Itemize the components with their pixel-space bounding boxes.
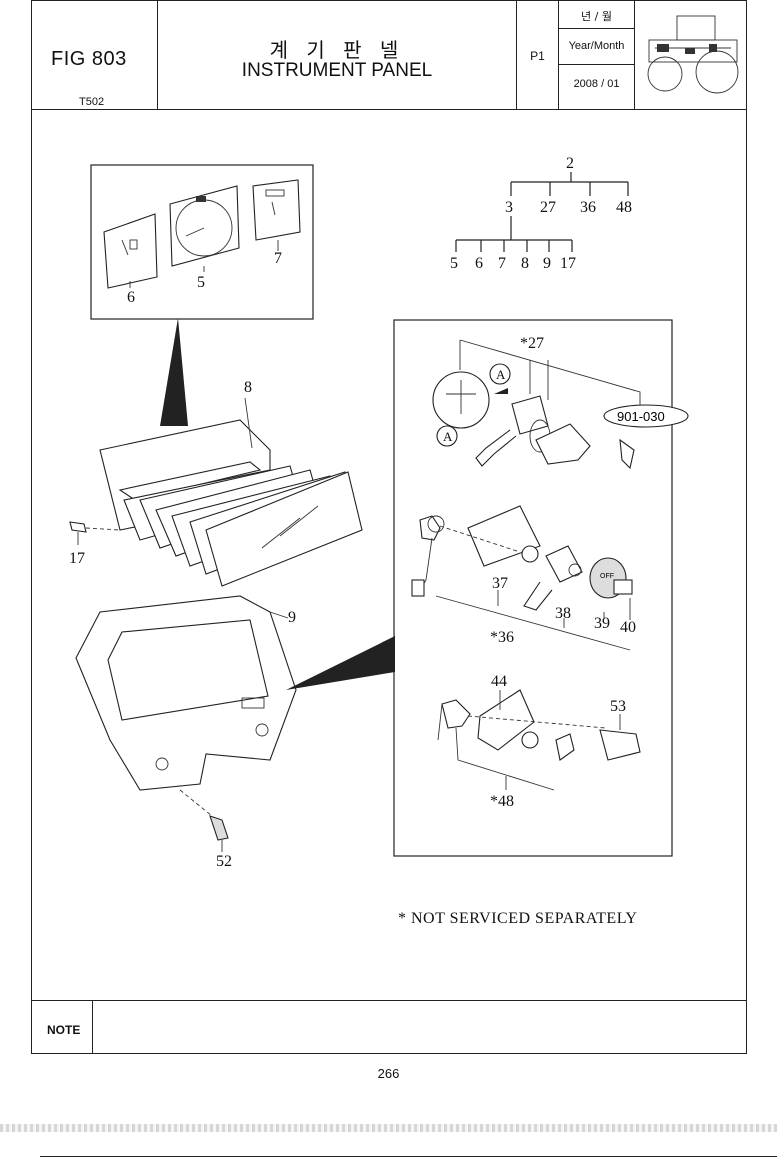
gauge-inset-box xyxy=(90,164,314,320)
svg-text:5: 5 xyxy=(450,255,458,272)
callout-5: 5 xyxy=(197,274,205,291)
callout-27: *27 xyxy=(520,335,544,352)
page-number: 266 xyxy=(377,1066,400,1081)
svg-text:36: 36 xyxy=(580,199,596,216)
key-switch-drawing xyxy=(432,339,641,470)
svg-text:9: 9 xyxy=(543,255,551,272)
scan-artifact xyxy=(0,1124,777,1132)
callout-38: 38 xyxy=(555,605,571,622)
callout-36: *36 xyxy=(490,629,514,646)
light-switch-drawing: OFF xyxy=(411,505,633,651)
date-value: 2008 / 01 xyxy=(573,78,620,90)
callout-6: 6 xyxy=(127,289,135,306)
exploded-diagram: 6 5 7 2 3 27 36 48 5 6 7 8 9 17 xyxy=(69,155,689,870)
model-code: T502 xyxy=(79,96,105,108)
callout-8: 8 xyxy=(244,379,252,396)
callout-9: 9 xyxy=(288,609,296,626)
switch-detail-box xyxy=(393,319,673,857)
ref-oval xyxy=(603,404,689,428)
svg-text:3: 3 xyxy=(505,199,513,216)
page-frame xyxy=(31,0,747,1054)
gauge-cluster-drawing xyxy=(99,397,363,587)
detail-a-label-2: A xyxy=(443,429,453,444)
title-korean: 계 기 판 넬 xyxy=(269,38,405,62)
temp-gauge-drawing xyxy=(252,179,301,251)
callout-17: 17 xyxy=(69,550,85,567)
tractor-icon xyxy=(647,15,739,94)
page-code: P1 xyxy=(530,49,545,63)
svg-text:27: 27 xyxy=(540,199,556,216)
bezel-drawing xyxy=(75,595,297,791)
svg-text:6: 6 xyxy=(475,255,483,272)
bolt-drawing xyxy=(179,789,229,852)
switch-48-drawing xyxy=(437,689,641,791)
off-label: OFF xyxy=(600,573,614,580)
svg-text:7: 7 xyxy=(498,255,506,272)
fig-number: FIG 803 xyxy=(51,48,127,70)
tractor-thumbnail xyxy=(635,0,747,110)
tachometer-drawing xyxy=(169,185,240,272)
callout-37: 37 xyxy=(492,575,508,592)
callout-52: 52 xyxy=(216,853,232,870)
svg-text:17: 17 xyxy=(560,255,576,272)
callout-7: 7 xyxy=(274,250,282,267)
title-block: FIG 803 T502 계 기 판 넬 INSTRUMENT PANEL P1… xyxy=(31,0,747,110)
detail-a-label-1: A xyxy=(496,367,506,382)
callout-53: 53 xyxy=(610,698,626,715)
date-label-korean: 년 / 월 xyxy=(581,10,612,23)
detail-pointer xyxy=(286,636,395,690)
ref-number: 901-030 xyxy=(617,409,665,424)
callout-39: 39 xyxy=(594,615,610,632)
fuel-gauge-drawing xyxy=(103,213,158,289)
svg-text:48: 48 xyxy=(616,199,632,216)
callout-44: 44 xyxy=(491,673,507,690)
title-english: INSTRUMENT PANEL xyxy=(241,60,433,81)
callout-48: *48 xyxy=(490,793,514,810)
not-serviced-note: * NOT SERVICED SEPARATELY xyxy=(398,910,638,927)
title-cell: 계 기 판 넬 INSTRUMENT PANEL xyxy=(158,0,517,110)
date-label-english: Year/Month xyxy=(568,40,625,52)
bulb-drawing xyxy=(69,521,121,545)
fig-cell: FIG 803 T502 xyxy=(31,0,158,110)
note-label: NOTE xyxy=(31,1001,93,1053)
date-cell: 년 / 월 Year/Month 2008 / 01 xyxy=(559,0,635,110)
next-page-edge xyxy=(40,1156,777,1157)
parts-tree: 2 3 27 36 48 5 6 7 8 9 17 xyxy=(450,155,632,272)
note-section: NOTE xyxy=(31,1000,747,1054)
page-code-cell: P1 xyxy=(517,0,559,110)
svg-text:2: 2 xyxy=(566,155,574,172)
inset-pointer xyxy=(160,318,188,426)
callout-40: 40 xyxy=(620,619,636,636)
svg-text:8: 8 xyxy=(521,255,529,272)
